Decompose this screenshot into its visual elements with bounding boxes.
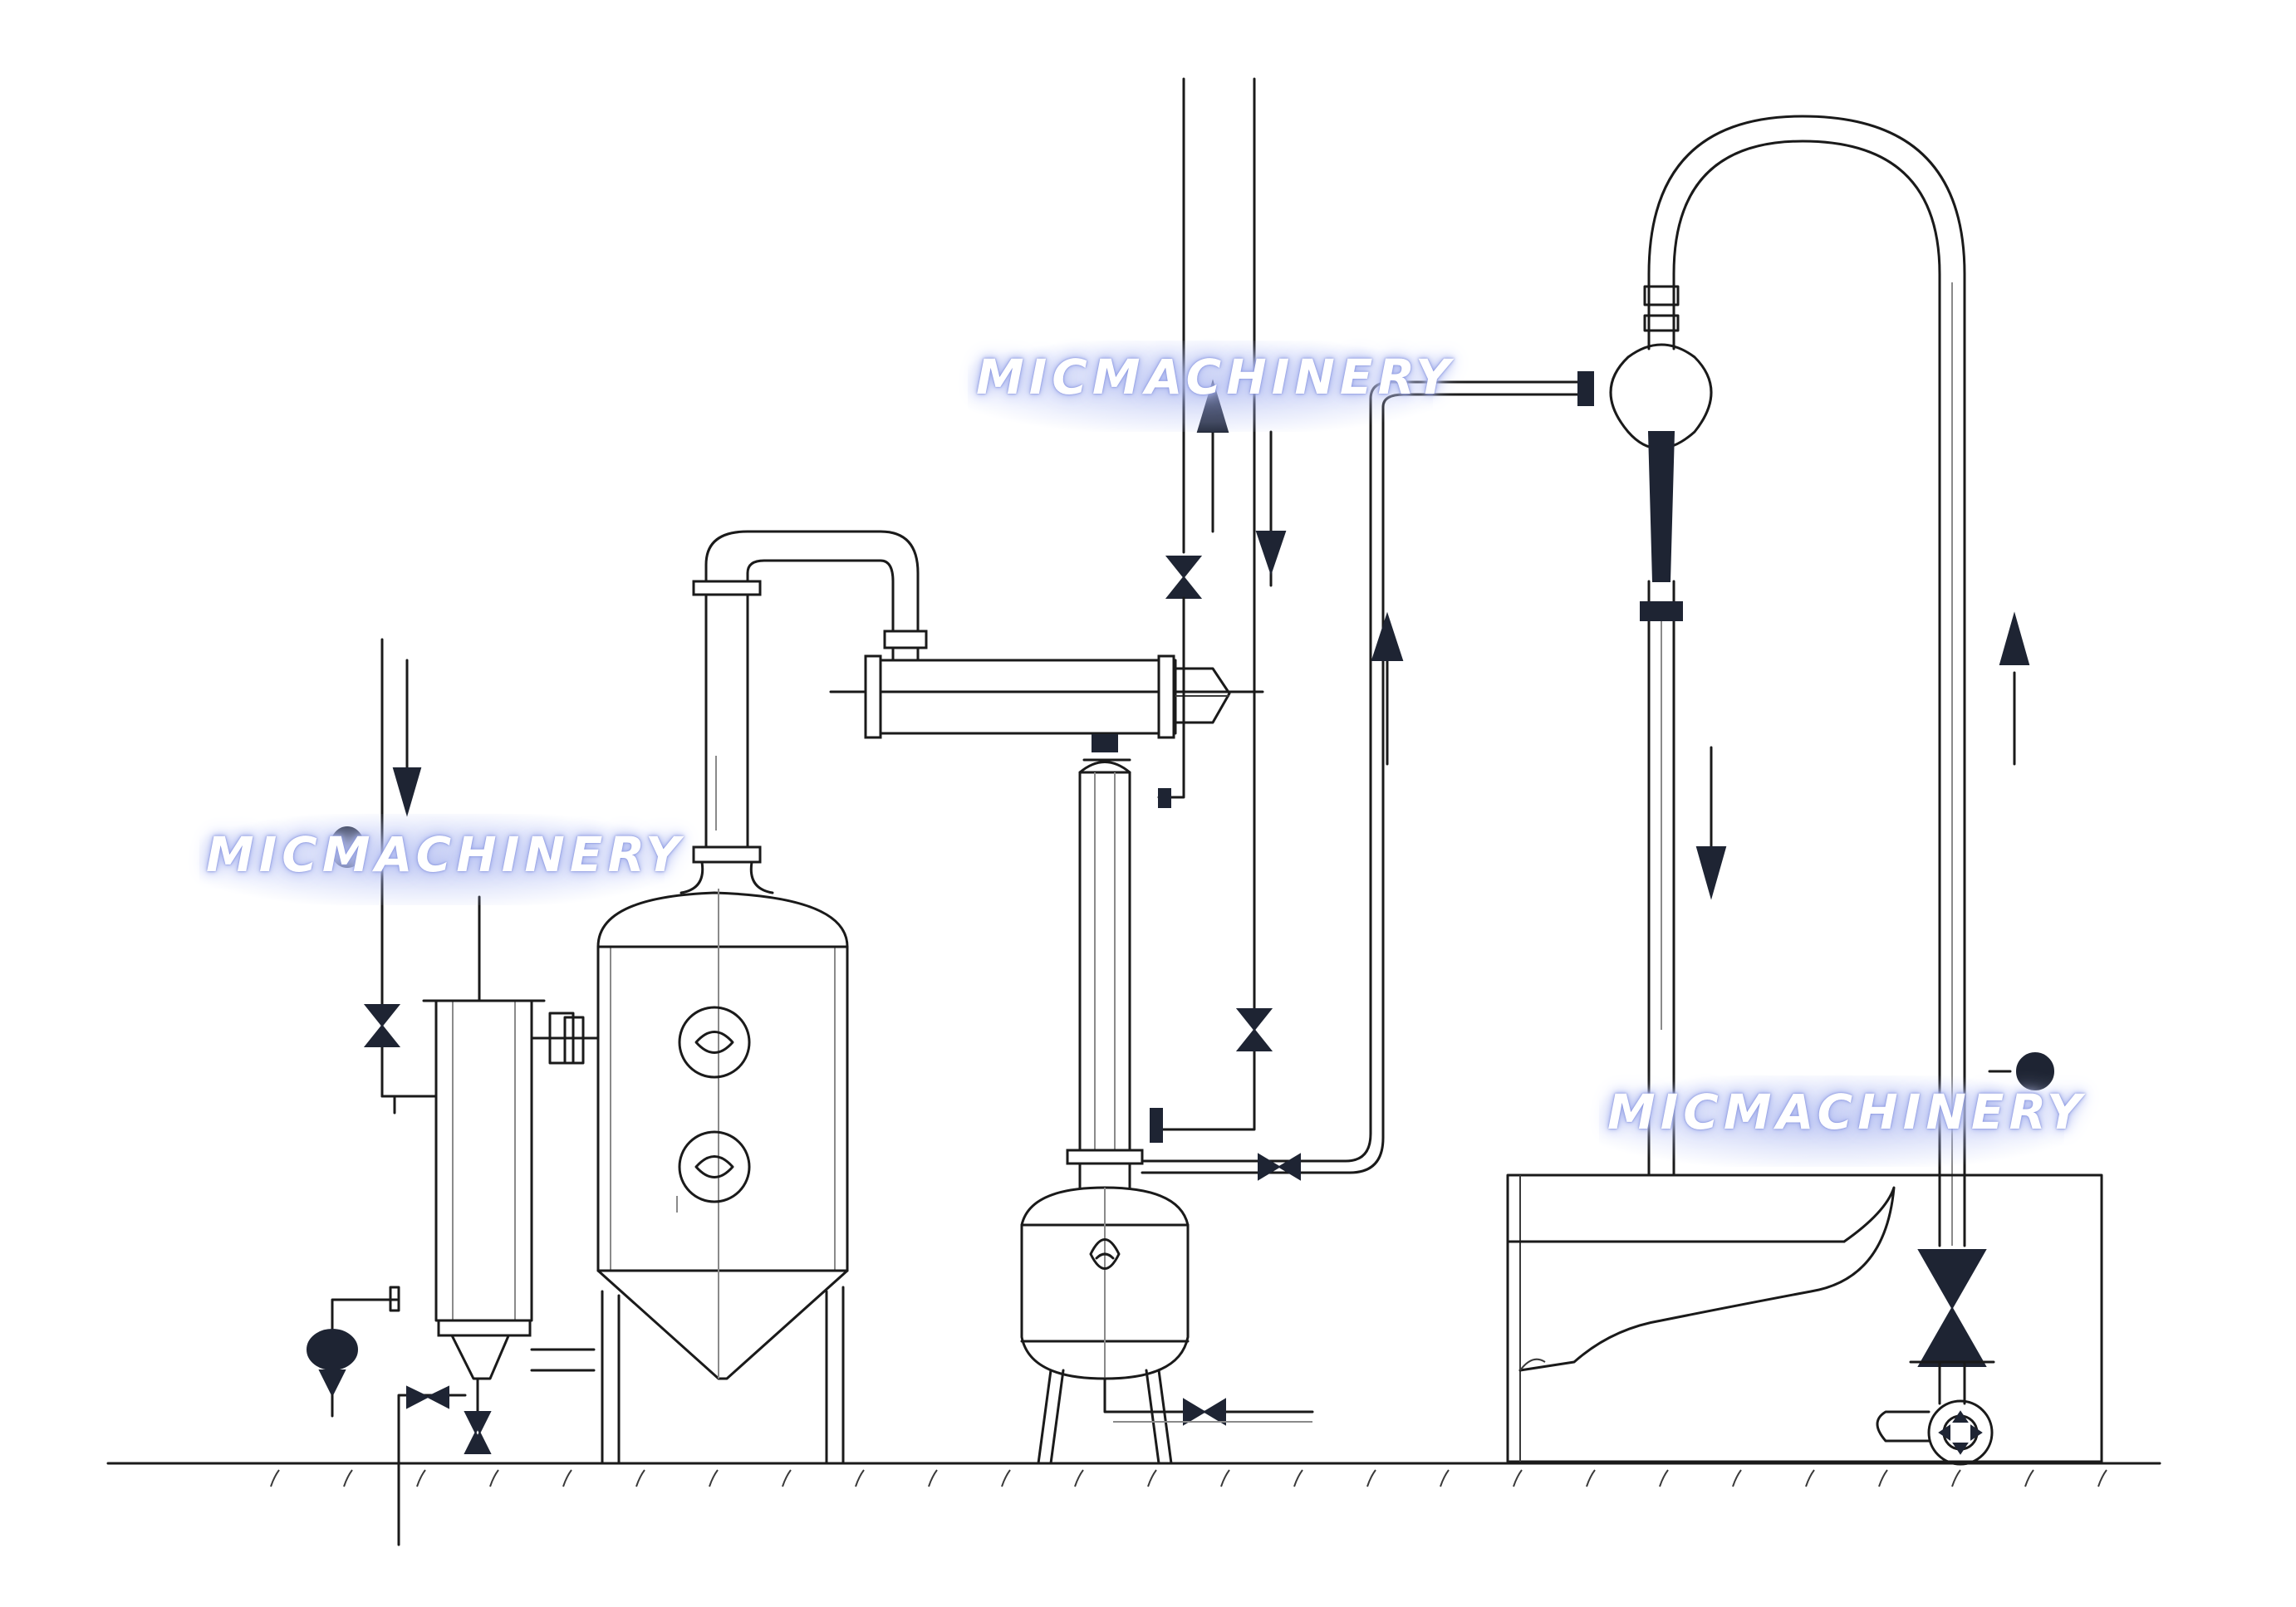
sight-glass-icon: [307, 1329, 358, 1370]
ground-hatch: [343, 1469, 353, 1487]
ground-hatch: [1366, 1469, 1376, 1487]
vapor-pipe: [704, 530, 928, 662]
watermark-glow: [1599, 1075, 2064, 1167]
ground-line: [106, 1462, 2161, 1487]
ground-hatch: [1951, 1469, 1961, 1487]
main-evaporator-tank: [563, 580, 849, 1465]
watermark-glow: [199, 814, 665, 905]
ground-hatch: [855, 1469, 865, 1487]
watermark-text: MICMACHINERY: [206, 826, 685, 883]
valve-icon: [1258, 1153, 1301, 1181]
ground-hatch: [1659, 1469, 1669, 1487]
separator-column: [1066, 734, 1144, 1189]
ground-hatch: [1805, 1469, 1815, 1487]
watermark-glow: [968, 341, 1433, 432]
flow-arrow-icon: [1371, 611, 1404, 661]
ground-hatch: [270, 1469, 280, 1487]
flow-arrow-icon: [1999, 611, 2030, 665]
ground-hatch: [416, 1469, 426, 1487]
ground-hatch: [1293, 1469, 1303, 1487]
ground-hatch: [1001, 1469, 1011, 1487]
valve-icon: [1165, 556, 1203, 599]
water-jet-ejector: [1609, 115, 2054, 1247]
ground-hatch: [489, 1469, 499, 1487]
watermark-text: MICMACHINERY: [1607, 1084, 2087, 1140]
horizontal-condenser: [829, 77, 1287, 1143]
ground-hatch: [1220, 1469, 1230, 1487]
watermark-text: MICMACHINERY: [976, 349, 1455, 405]
ground-hatch: [1074, 1469, 1084, 1487]
ground-hatch: [2024, 1469, 2034, 1487]
flow-arrow-icon: [392, 767, 422, 817]
ground-hatch: [1732, 1469, 1742, 1487]
ground-hatch: [709, 1469, 719, 1487]
valve-icon: [406, 1385, 449, 1409]
valve-icon: [363, 1004, 401, 1047]
valve-icon: [1235, 1008, 1273, 1051]
ground-hatch: [1586, 1469, 1596, 1487]
ground-hatch: [562, 1469, 572, 1487]
pump-icon: [1876, 1399, 1994, 1466]
ground-hatch: [782, 1469, 792, 1487]
valve-icon: [1183, 1398, 1226, 1426]
sight-glass-icon: [678, 1006, 751, 1079]
ground-hatch: [1513, 1469, 1523, 1487]
ground-hatch: [1147, 1469, 1157, 1487]
ground-hatch: [1878, 1469, 1888, 1487]
flow-arrow-icon: [1695, 846, 1727, 900]
flow-arrow-icon: [1255, 531, 1287, 576]
sight-glass-icon: [678, 1130, 751, 1203]
valve-icon: [1917, 1249, 1987, 1367]
receiver-tank: [1020, 1186, 1314, 1465]
preheater-column: [307, 895, 600, 1546]
water-tank: [1506, 1173, 2103, 1466]
sight-glass-icon: [1089, 1238, 1121, 1270]
ground-hatch: [2097, 1469, 2107, 1487]
ground-hatch: [635, 1469, 645, 1487]
vacuum-line: [1141, 371, 1594, 1181]
ground-hatch: [1440, 1469, 1450, 1487]
ground-hatch: [928, 1469, 938, 1487]
